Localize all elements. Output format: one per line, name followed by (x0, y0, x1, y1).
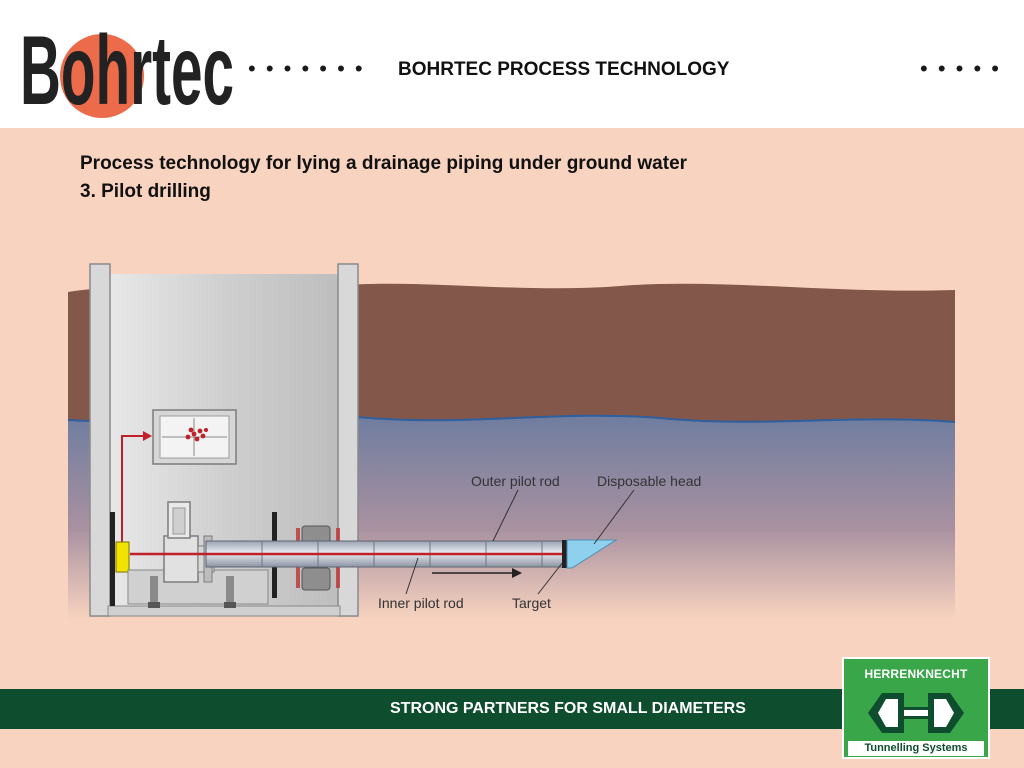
header-title: BOHRTEC PROCESS TECHNOLOGY (398, 59, 730, 80)
logo-text: Bohrtec (20, 15, 234, 120)
laser-point-icon (185, 427, 208, 442)
thrust-plate (110, 512, 115, 606)
shaft-wall-left (89, 263, 111, 617)
label-disposable-head: Disposable head (597, 473, 701, 489)
herrenknecht-logo: HERRENKNECHT Tunnelling Systems (842, 657, 990, 759)
disposable-head (566, 539, 618, 569)
pilot-drilling-diagram: Outer pilot rod Disposable head Inner pi… (67, 263, 956, 620)
target-plate (562, 540, 567, 568)
header-dots-left: • • • • • • • (248, 56, 365, 81)
bohrtec-logo: Bohrtec (20, 15, 234, 120)
label-target: Target (512, 595, 551, 611)
launch-seal-lower (301, 567, 331, 591)
rig-motor (163, 535, 199, 583)
partner-name: HERRENKNECHT (864, 667, 968, 681)
partner-subtitle: Tunnelling Systems (848, 741, 984, 756)
title-line-1: Process technology for lying a drainage … (80, 153, 688, 174)
content-title: Process technology for lying a drainage … (80, 150, 687, 206)
footer-slogan: STRONG PARTNERS FOR SMALL DIAMETERS (390, 700, 746, 717)
label-outer-pilot-rod: Outer pilot rod (471, 473, 560, 489)
label-inner-pilot-rod: Inner pilot rod (378, 595, 464, 611)
laser-arrow-icon (143, 431, 152, 441)
header-dots-right: • • • • • (920, 56, 1001, 81)
header: Bohrtec • • • • • • • BOHRTEC PROCESS TE… (0, 0, 1024, 128)
laser-signal-line (121, 435, 148, 550)
herrenknecht-h-icon (868, 693, 964, 733)
shaft-wall-right (337, 263, 359, 617)
title-line-2: 3. Pilot drilling (80, 181, 211, 202)
direction-arrow-icon (512, 568, 522, 578)
laser-unit (115, 541, 130, 573)
